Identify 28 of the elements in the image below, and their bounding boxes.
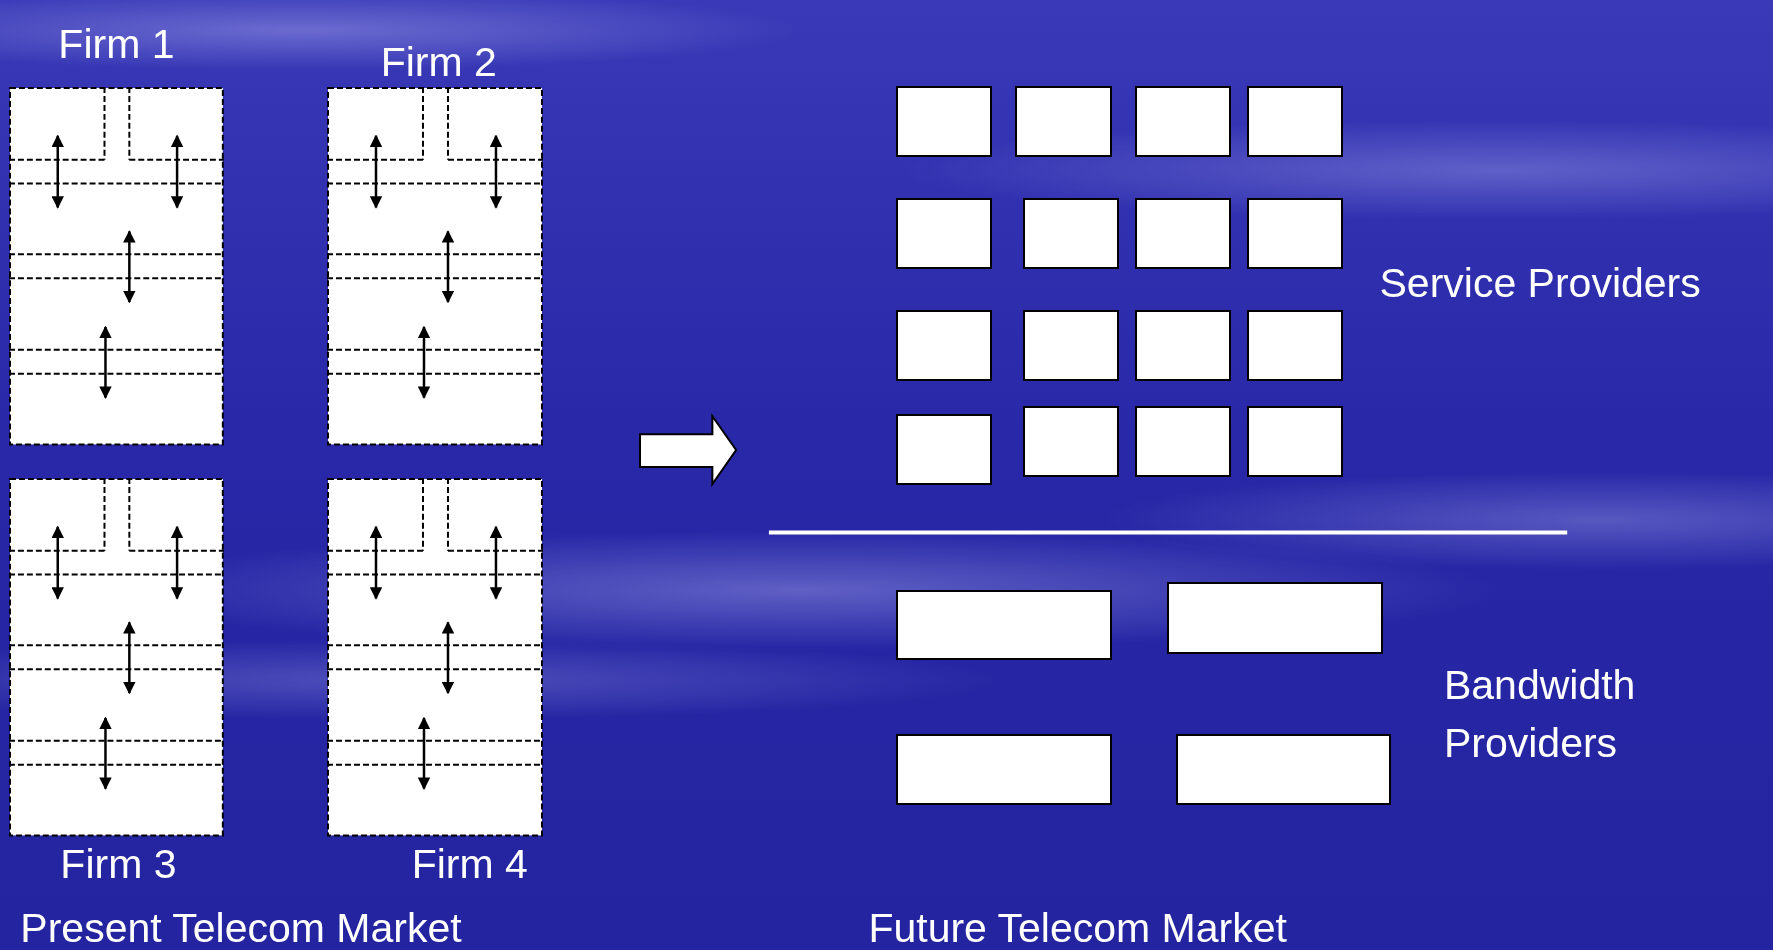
provider-box xyxy=(1135,85,1232,158)
provider-box xyxy=(895,413,992,486)
provider-box xyxy=(1135,405,1232,478)
provider-box xyxy=(1166,582,1383,654)
section-label: Present Telecom Market xyxy=(20,903,463,950)
provider-box xyxy=(1247,85,1344,158)
firm-label: Firm 2 xyxy=(379,39,498,86)
provider-box xyxy=(1175,733,1391,806)
provider-box xyxy=(1023,405,1120,478)
firm-label: Firm 3 xyxy=(59,840,178,887)
provider-box xyxy=(1247,197,1344,270)
provider-box xyxy=(895,733,1112,806)
provider-box xyxy=(1023,309,1120,382)
provider-box xyxy=(895,85,992,158)
provider-box xyxy=(1135,197,1232,270)
provider-box xyxy=(1023,197,1120,270)
provider-box xyxy=(895,309,992,382)
section-label: Future Telecom Market xyxy=(868,903,1288,950)
provider-box xyxy=(1015,85,1112,158)
firm-label: Firm 1 xyxy=(57,21,176,68)
provider-box xyxy=(1135,309,1232,382)
section-label: Service Providers xyxy=(1379,259,1702,309)
section-label: Bandwidth Providers xyxy=(1443,660,1637,768)
firm-label: Firm 4 xyxy=(410,840,529,887)
provider-box xyxy=(1247,309,1344,382)
provider-box xyxy=(1247,405,1344,478)
provider-box xyxy=(895,590,1112,661)
provider-box xyxy=(895,197,992,270)
